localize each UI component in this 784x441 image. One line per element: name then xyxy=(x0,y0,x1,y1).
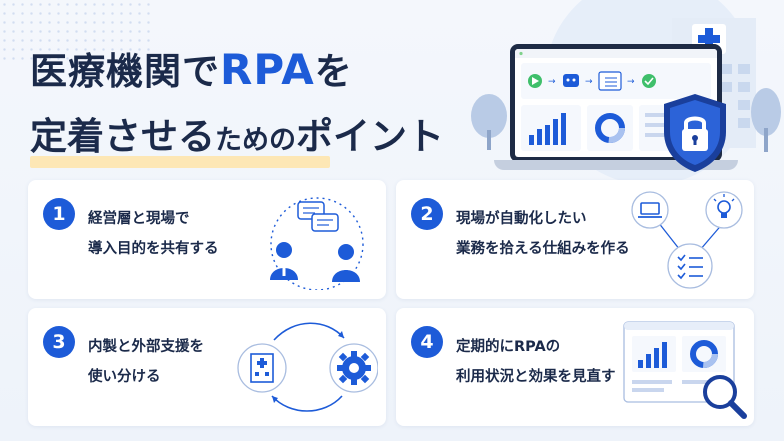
title-text-1-suffix: を xyxy=(314,50,353,93)
lightbulb-icon xyxy=(713,194,735,218)
point-number-2: 2 xyxy=(411,198,443,230)
point-text-2: 現場が自動化したい 業務を拾える仕組みを作る xyxy=(456,204,630,264)
point-card-2: 2 現場が自動化したい 業務を拾える仕組みを作る xyxy=(396,180,754,299)
point-2-line-1: 現場が自動化したい xyxy=(456,211,587,227)
decorative-dots xyxy=(0,0,150,60)
laptop-base xyxy=(494,160,738,170)
point-2-line-2: 業務を拾える仕組みを作る xyxy=(456,241,630,257)
magnifier-icon xyxy=(703,375,747,419)
hospital-icon xyxy=(250,353,274,383)
svg-text:→: → xyxy=(548,77,556,87)
point-number-3: 3 xyxy=(43,326,75,358)
point-text-1: 経営層と現場で 導入目的を共有する xyxy=(88,204,219,264)
point-4-line-1: 定期的にRPAの xyxy=(456,339,561,355)
title-rpa: RPA xyxy=(220,45,315,94)
gear-icon xyxy=(337,351,371,385)
dashboard-review-icon xyxy=(623,321,747,419)
point-card-4: 4 定期的にRPAの 利用状況と効果を見直す xyxy=(396,308,754,426)
title-text-2b: ための xyxy=(215,125,296,156)
point-3-line-2: 使い分ける xyxy=(88,369,161,385)
page-title: 医療機関でRPAを 定着させるためのポイント xyxy=(30,44,444,168)
point-1-line-1: 経営層と現場で xyxy=(88,211,190,227)
ideas-checklist-icon xyxy=(631,191,743,289)
shield-lock-icon xyxy=(664,94,726,172)
title-text-2a: 定着させる xyxy=(30,115,215,158)
svg-text:→: → xyxy=(585,77,593,87)
checklist-icon xyxy=(677,254,703,280)
point-number-4: 4 xyxy=(411,326,443,358)
title-line-1: 医療機関でRPAを xyxy=(30,44,444,98)
point-number-1: 1 xyxy=(43,198,75,230)
chat-bubbles-icon xyxy=(297,201,339,232)
point-1-line-2: 導入目的を共有する xyxy=(88,241,219,257)
title-text-2c: ポイント xyxy=(296,115,444,158)
inhouse-external-icon xyxy=(237,322,378,412)
laptop-icon xyxy=(638,202,662,218)
hero-illustration: → → → xyxy=(450,0,784,185)
point-4-line-2: 利用状況と効果を見直す xyxy=(456,369,616,385)
people-sharing-icon xyxy=(270,197,364,290)
point-text-4: 定期的にRPAの 利用状況と効果を見直す xyxy=(456,332,616,392)
point-3-line-1: 内製と外部支援を xyxy=(88,339,204,355)
point-text-3: 内製と外部支援を 使い分ける xyxy=(88,332,204,392)
tree-icon xyxy=(471,94,507,150)
point-card-1: 1 経営層と現場で 導入目的を共有する xyxy=(28,180,386,299)
tree-icon xyxy=(751,88,781,152)
svg-text:→: → xyxy=(627,77,635,87)
title-line-2: 定着させるためのポイント xyxy=(30,112,444,168)
title-text-1: 医療機関で xyxy=(30,50,220,93)
point-card-3: 3 内製と外部支援を 使い分ける xyxy=(28,308,386,426)
